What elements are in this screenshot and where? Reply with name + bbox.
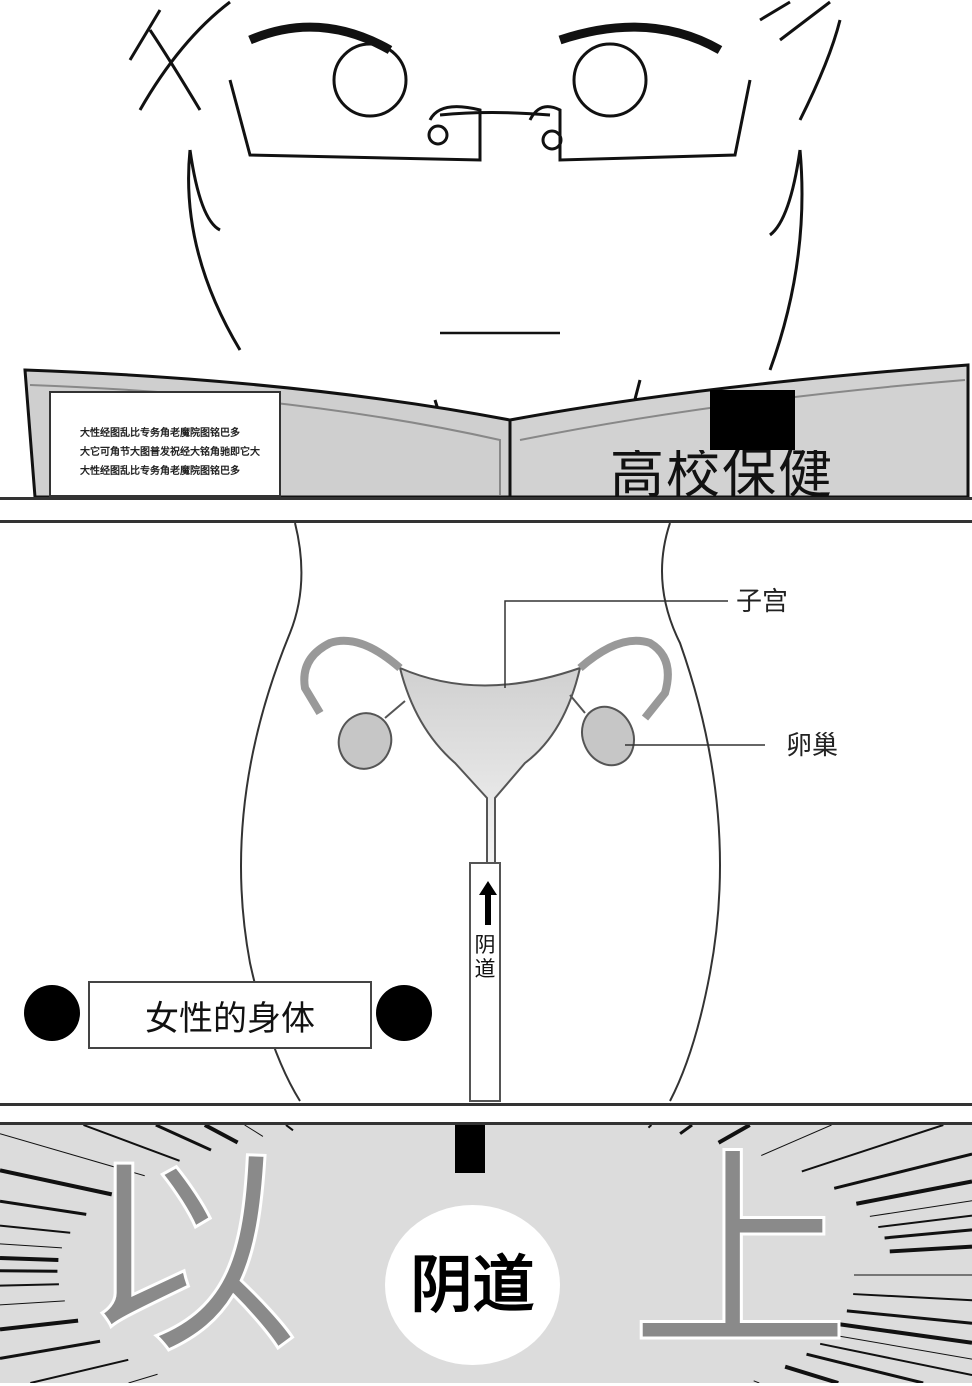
body-outline-right xyxy=(661,523,721,1102)
speed-line xyxy=(0,1318,79,1332)
speed-line xyxy=(0,1224,71,1234)
book-cover-title: 高校保健 xyxy=(610,450,834,497)
uterus-illustration xyxy=(300,636,672,1102)
speed-line xyxy=(846,1309,972,1325)
speed-line xyxy=(647,1125,653,1129)
book-text-line: 大性经图乱比专务角老魔院图铭巴多 xyxy=(80,466,240,477)
speed-line xyxy=(838,1322,972,1345)
speed-line xyxy=(0,1255,59,1262)
speed-line xyxy=(889,1244,972,1254)
speed-line xyxy=(855,1179,972,1206)
speed-line xyxy=(155,1125,212,1152)
character-reading-illustration xyxy=(23,0,970,497)
caption-dot-left xyxy=(24,985,80,1041)
uterus-leader-line xyxy=(504,600,728,688)
speed-line xyxy=(0,1199,87,1216)
speed-line xyxy=(801,1125,944,1173)
speed-line xyxy=(753,1380,760,1383)
speed-line xyxy=(819,1342,972,1377)
speed-line xyxy=(833,1152,972,1190)
vagina-label: 阴道 xyxy=(474,933,496,981)
ovary-label: 卵巢 xyxy=(786,731,839,761)
speed-line xyxy=(853,1293,972,1302)
emphasis-bubble-text: 阴道 xyxy=(410,1248,535,1321)
speed-line xyxy=(0,1168,113,1197)
caption-box: 女性的身体 xyxy=(88,981,372,1049)
caption-dot-right xyxy=(376,985,432,1041)
speed-line xyxy=(679,1125,693,1135)
speed-line xyxy=(0,1133,145,1177)
arrow-up-icon xyxy=(479,881,497,925)
speed-line xyxy=(884,1228,972,1240)
speed-line xyxy=(0,1243,62,1249)
big-character-right: 上 xyxy=(628,1127,851,1383)
speed-line xyxy=(0,1283,59,1287)
speed-line xyxy=(717,1125,751,1145)
tag-bar xyxy=(455,1125,485,1173)
emphasis-bubble: 阴道 xyxy=(385,1205,560,1365)
speed-line xyxy=(0,1300,65,1306)
speed-line xyxy=(806,1352,924,1383)
speed-line xyxy=(829,1334,972,1360)
speed-line xyxy=(761,1125,832,1156)
speed-line xyxy=(244,1125,264,1137)
speed-line xyxy=(83,1125,180,1162)
speed-line xyxy=(878,1214,972,1229)
speed-line xyxy=(784,1364,839,1383)
speed-line xyxy=(30,1358,129,1383)
book-page-text: 大性经图乱比专务角老魔院图铭巴多 大它可角节大图普发祝经大铭角驰即它大 大性经图… xyxy=(80,424,260,481)
big-character-left: 以 xyxy=(78,1127,301,1383)
speed-lines xyxy=(0,1125,972,1383)
speed-line xyxy=(869,1200,972,1217)
speed-line xyxy=(0,1269,58,1273)
uterus-label: 子宫 xyxy=(736,587,789,617)
panel-emphasis: 以 上 阴道 xyxy=(0,1122,972,1383)
panel-reading-book: 大性经图乱比专务角老魔院图铭巴多 大它可角节大图普发祝经大铭角驰即它大 大性经图… xyxy=(0,0,972,500)
speed-line xyxy=(285,1125,294,1132)
speed-line xyxy=(203,1125,239,1145)
speed-line xyxy=(0,1339,101,1360)
book-text-line: 大它可角节大图普发祝经大铭角驰即它大 xyxy=(80,447,260,458)
speed-line xyxy=(128,1373,158,1383)
book-text-line: 大性经图乱比专务角老魔院图铭巴多 xyxy=(80,428,240,439)
panel-anatomy-diagram: 子宫 卵巢 阴道 女性的身体 xyxy=(0,520,972,1106)
